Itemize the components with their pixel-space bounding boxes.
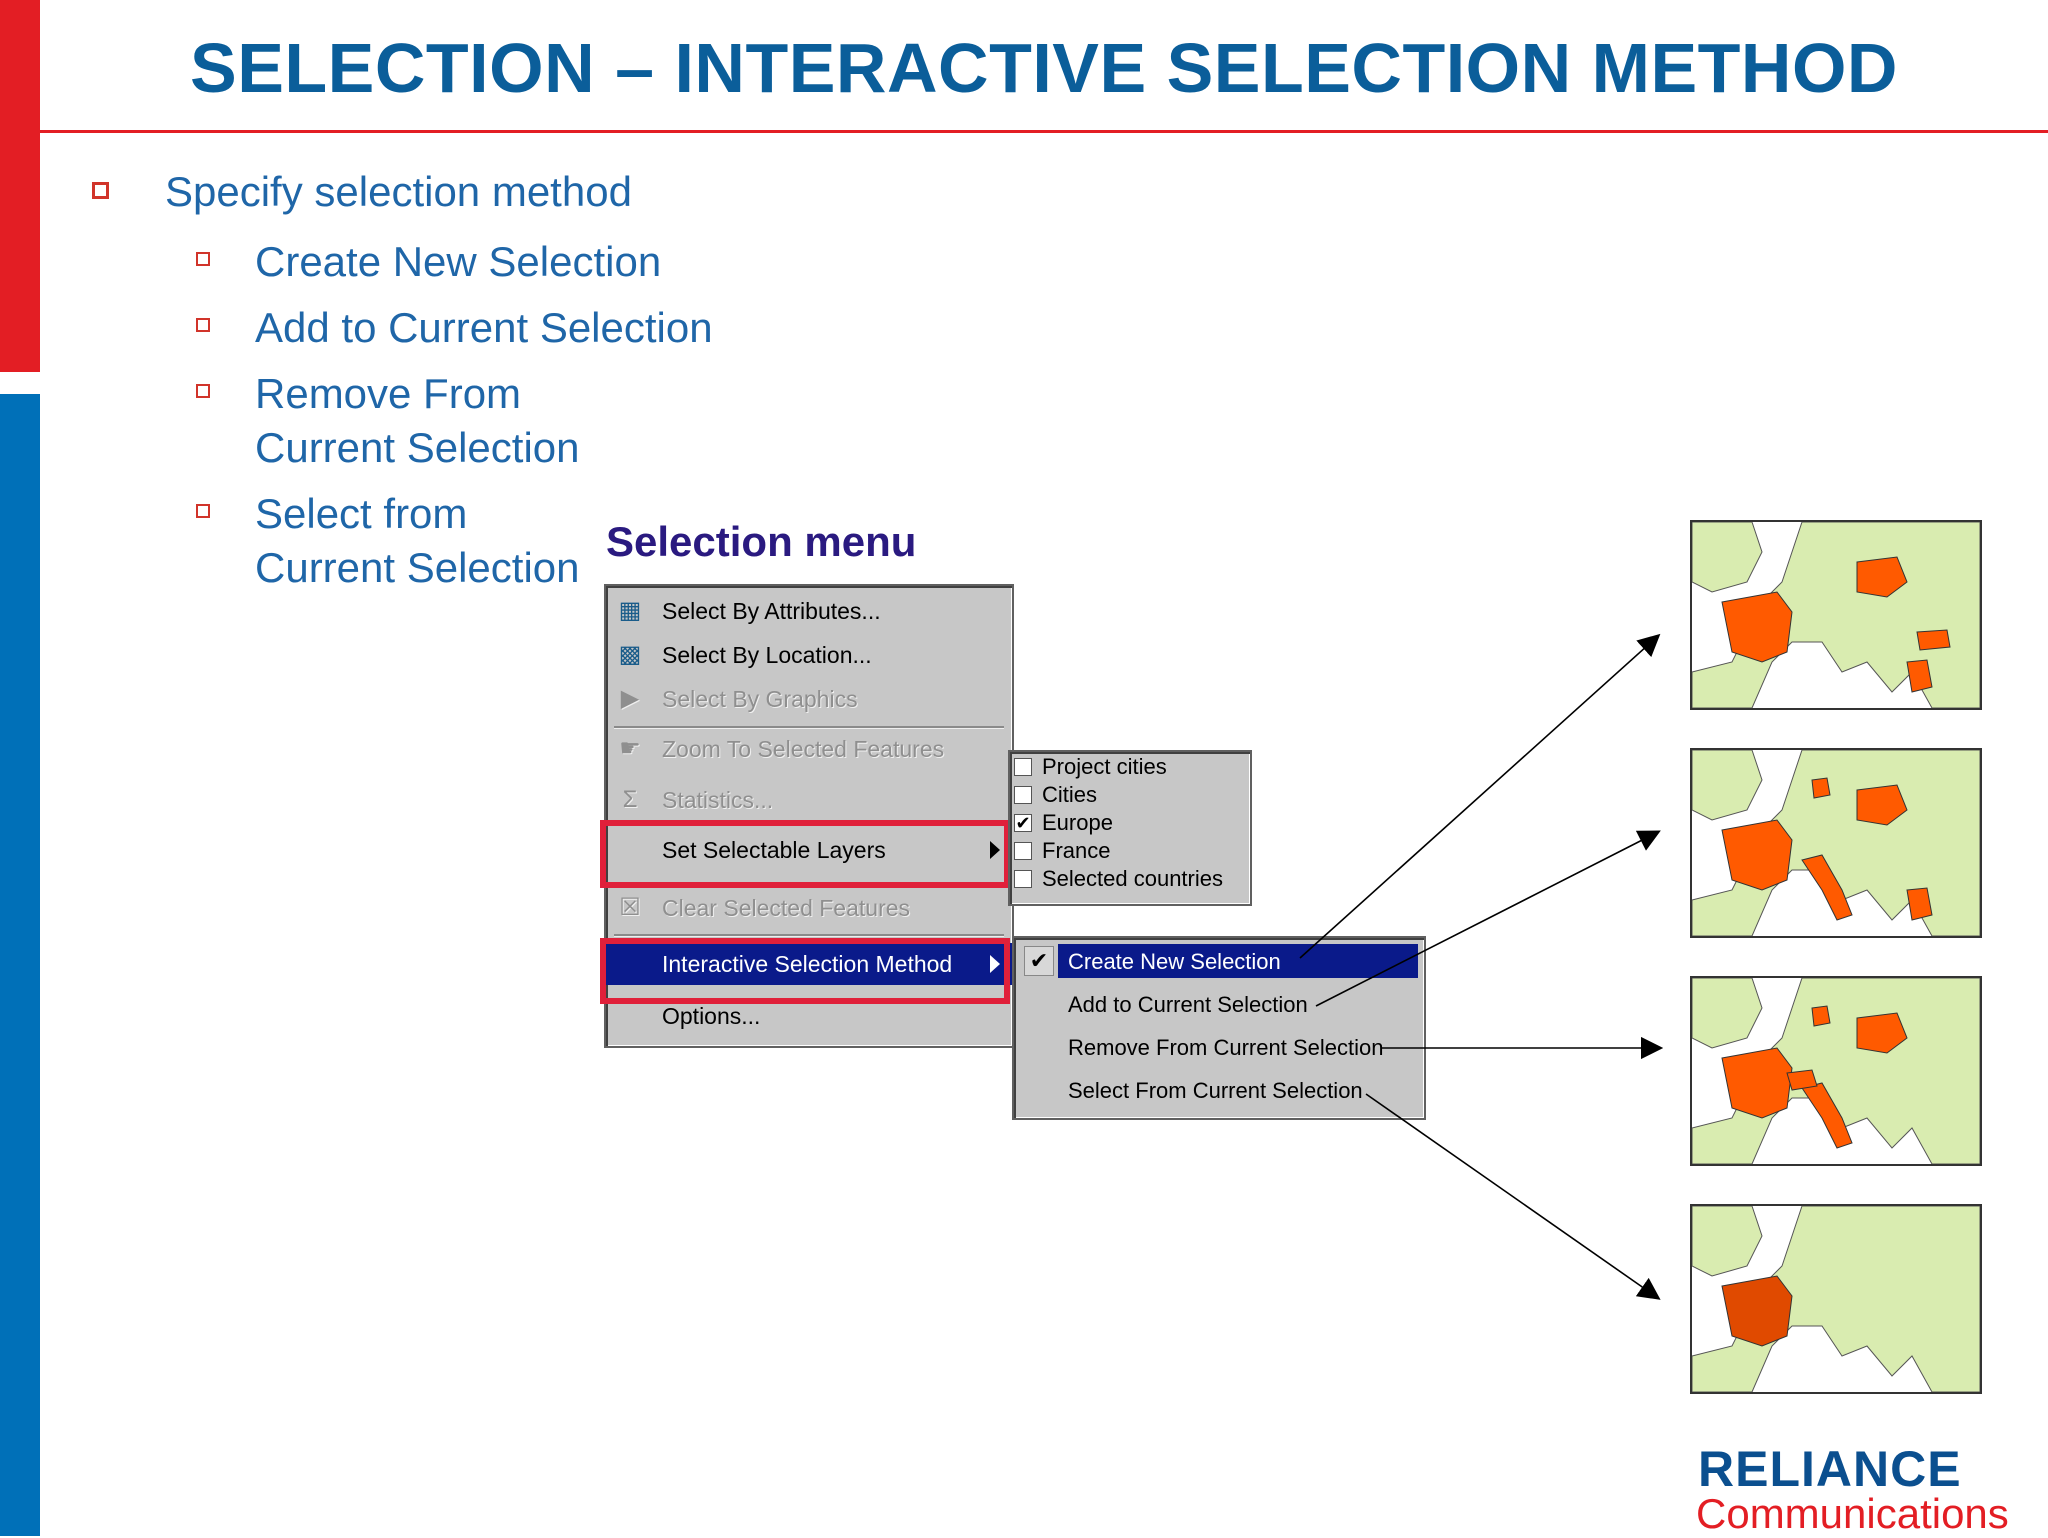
map-select-from-result bbox=[1690, 1204, 1982, 1394]
bullet-create-new: Create New Selection bbox=[255, 238, 662, 285]
bullet-add-to-current: Add to Current Selection bbox=[255, 304, 713, 351]
menu-item-select-by-graphics[interactable]: ▶ Select By Graphics bbox=[606, 678, 1012, 720]
menu-item-statistics[interactable]: Σ Statistics... bbox=[606, 779, 1012, 821]
selectable-layers-submenu: Project cities Cities ✔ Europe France Se… bbox=[1008, 750, 1252, 906]
map-add-to-current-result bbox=[1690, 748, 1982, 938]
bullet-square-icon bbox=[92, 182, 109, 199]
communications-logo-text: Communications bbox=[1696, 1490, 2009, 1537]
arrow-create-new bbox=[1299, 633, 1661, 959]
reliance-logo-text: RELIANCE bbox=[1698, 1441, 1962, 1497]
method-item-select-from-current[interactable]: Select From Current Selection bbox=[1068, 1078, 1363, 1103]
checkbox[interactable] bbox=[1014, 842, 1032, 860]
left-red-bar bbox=[0, 0, 40, 372]
selection-method-submenu: ✔ Create New Selection Add to Current Se… bbox=[1012, 936, 1426, 1120]
slide-title: SELECTION – INTERACTIVE SELECTION METHOD bbox=[190, 29, 1898, 107]
zoom-to-selected-icon: ☛ bbox=[619, 735, 641, 762]
highlight-box-interactive-method bbox=[600, 938, 1010, 1004]
method-item-add-to-current[interactable]: Add to Current Selection bbox=[1068, 992, 1308, 1017]
bullet-square-icon bbox=[196, 318, 210, 332]
bullet-square-icon bbox=[196, 384, 210, 398]
select-by-attributes-icon: ▦ bbox=[618, 597, 642, 624]
menu-item-clear-selected[interactable]: ☒ Clear Selected Features bbox=[606, 887, 1012, 929]
map-remove-from-result bbox=[1690, 976, 1982, 1166]
title-divider bbox=[40, 130, 2048, 133]
bullet-square-icon bbox=[196, 504, 210, 518]
method-item-create-new[interactable]: ✔ Create New Selection bbox=[1014, 942, 1424, 982]
checkbox[interactable] bbox=[1014, 758, 1032, 776]
checkbox[interactable] bbox=[1014, 870, 1032, 888]
submenu-arrow-icon bbox=[990, 841, 1000, 859]
menu-item-select-by-attributes[interactable]: ▦ Select By Attributes... bbox=[606, 590, 1012, 632]
checkbox-checked[interactable]: ✔ bbox=[1014, 813, 1032, 833]
highlight-box-selectable-layers bbox=[600, 820, 1010, 888]
check-icon: ✔ bbox=[1024, 946, 1054, 976]
bullet-square-icon bbox=[196, 252, 210, 266]
method-item-remove-from-current[interactable]: Remove From Current Selection bbox=[1068, 1035, 1384, 1060]
bullet-main: Specify selection method bbox=[165, 168, 632, 215]
select-by-location-icon: ▩ bbox=[618, 641, 642, 668]
menu-separator bbox=[614, 726, 1004, 729]
menu-item-select-by-location[interactable]: ▩ Select By Location... bbox=[606, 634, 1012, 676]
menu-item-options[interactable]: Options... bbox=[662, 1003, 761, 1029]
select-by-graphics-icon: ▶ bbox=[620, 685, 640, 712]
selection-menu-heading: Selection menu bbox=[606, 518, 917, 565]
menu-separator bbox=[614, 934, 1004, 937]
arrow-select-from bbox=[1365, 1093, 1661, 1300]
sigma-icon: Σ bbox=[622, 786, 638, 813]
left-blue-bar bbox=[0, 394, 40, 1536]
menu-item-set-selectable-layers[interactable]: Set Selectable Layers bbox=[606, 829, 1012, 871]
menu-item-interactive-selection-method[interactable]: Interactive Selection Method bbox=[606, 943, 1012, 985]
checkbox[interactable] bbox=[1014, 786, 1032, 804]
map-create-new-result bbox=[1690, 520, 1982, 710]
menu-item-zoom-to-selected[interactable]: ☛ Zoom To Selected Features bbox=[606, 728, 1012, 770]
selection-menu: ▦ Select By Attributes... ▩ Select By Lo… bbox=[604, 584, 1014, 1048]
clear-selected-icon: ☒ bbox=[619, 894, 641, 921]
submenu-arrow-icon bbox=[990, 955, 1000, 973]
